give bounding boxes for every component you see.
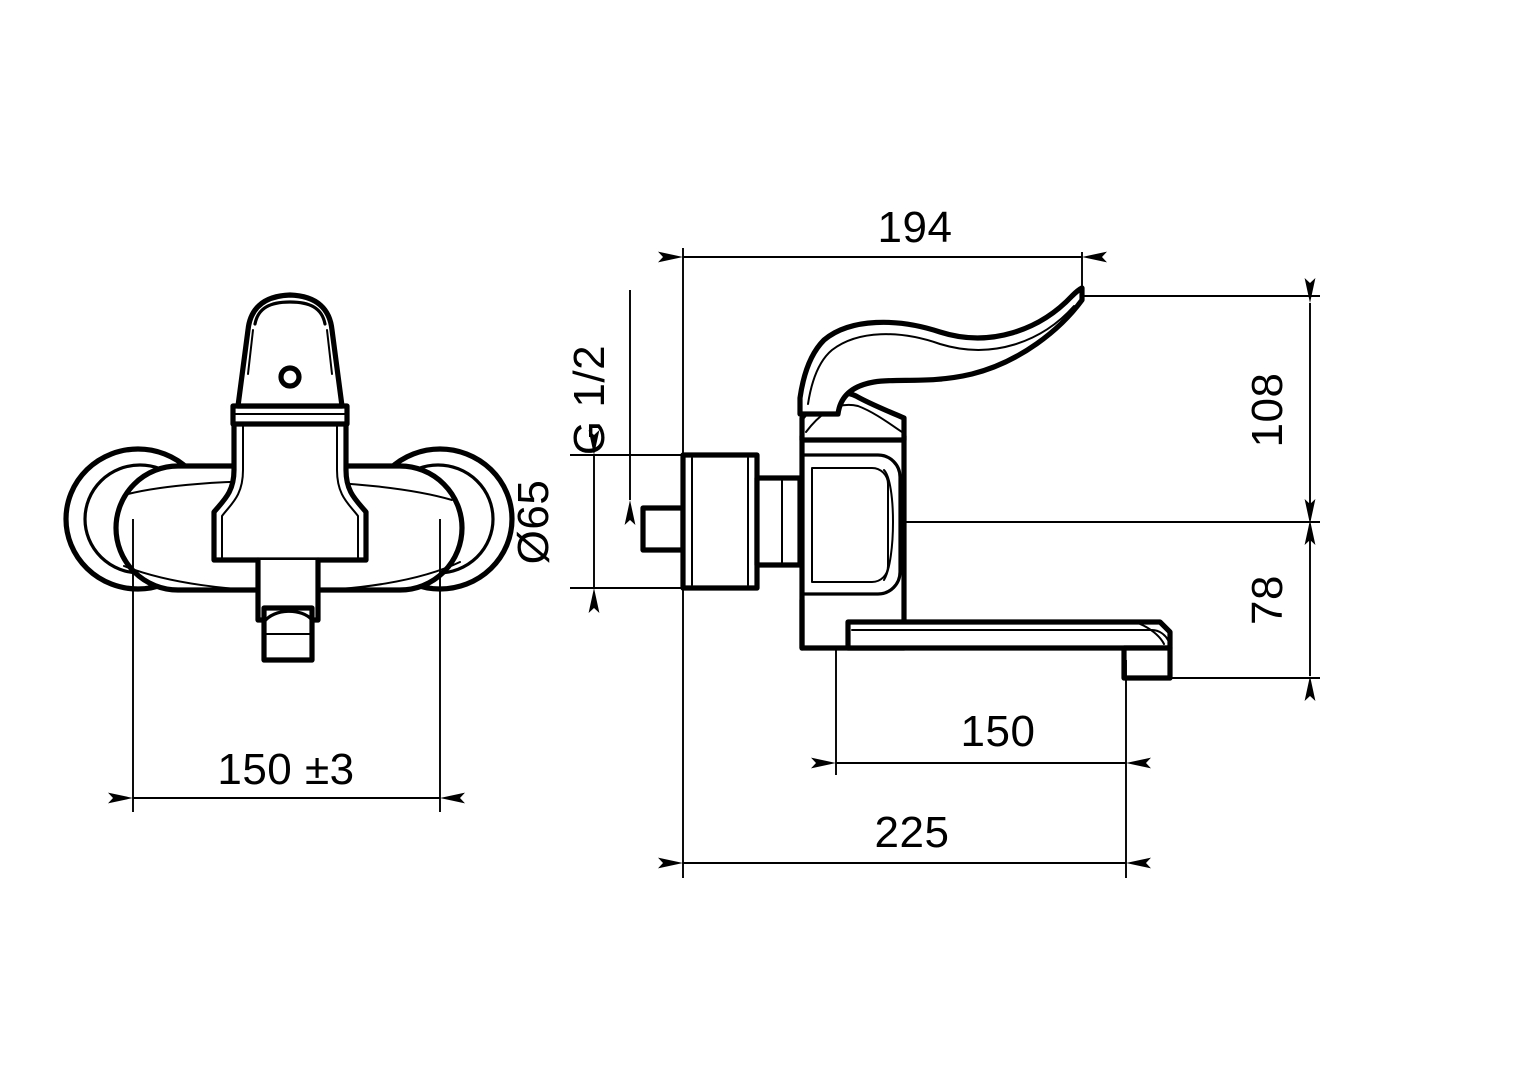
front-lever-handle — [235, 292, 345, 409]
dimension-diameter-65: Ø65 — [509, 430, 686, 613]
side-view-group: 194 G 1/2 Ø65 108 78 — [509, 203, 1320, 878]
front-view-group: 150 ±3 — [63, 292, 515, 812]
wall-union-nipple — [754, 475, 803, 568]
side-lever-handle — [797, 285, 1085, 417]
front-cartridge-column — [211, 417, 369, 563]
callout-label-g-half: G 1/2 — [565, 345, 614, 455]
dimension-225-total: 225 — [658, 775, 1151, 878]
side-spout-arm — [845, 619, 1173, 651]
dimension-label-diameter-65: Ø65 — [509, 480, 558, 565]
front-spout-outlet — [255, 557, 321, 663]
dimension-label-225-total: 225 — [875, 808, 950, 857]
wall-union-thread-stub — [640, 505, 686, 553]
side-aerator-nozzle — [1121, 645, 1173, 681]
dimension-label-194: 194 — [878, 203, 953, 252]
dimension-label-150-spout: 150 — [961, 707, 1036, 756]
dimension-label-108: 108 — [1243, 373, 1292, 448]
dimension-150-spout: 150 — [811, 648, 1151, 775]
side-body-block — [799, 433, 907, 651]
dimension-label-78: 78 — [1243, 575, 1292, 625]
dimension-108: 108 — [1082, 278, 1320, 545]
wall-union-flange — [680, 452, 760, 591]
dimension-label-150-tolerance: 150 ±3 — [217, 745, 354, 794]
front-collar-ring — [230, 403, 350, 427]
dimension-194: 194 — [658, 203, 1107, 300]
dimension-78: 78 — [1170, 499, 1320, 701]
